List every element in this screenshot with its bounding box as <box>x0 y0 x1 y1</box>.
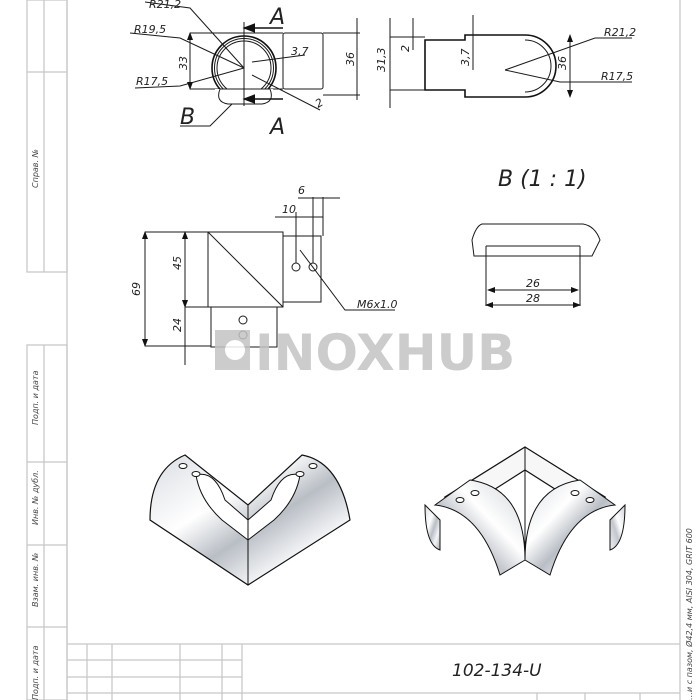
dim-10: 10 <box>282 203 296 216</box>
dim-24: 24 <box>171 318 184 332</box>
dim-28: 28 <box>526 292 540 305</box>
detail-label-b: B <box>180 105 195 130</box>
dim-33: 33 <box>177 56 190 70</box>
dim-45: 45 <box>171 256 184 270</box>
dim-r21-2-side: R21,2 <box>604 26 636 39</box>
iso-view-left <box>149 454 351 586</box>
dim-31-3: 31,3 <box>375 48 388 73</box>
dim-thread-m6: M6x1.0 <box>357 298 398 311</box>
dim-36-front: 36 <box>344 52 357 66</box>
dim-r17-5: R17,5 <box>136 75 168 88</box>
title-block <box>67 643 680 700</box>
stamp-podp-data-1: Подп. и дата <box>31 370 40 425</box>
part-number: 102-134-U <box>452 661 542 681</box>
dim-3-7-side: 3,7 <box>459 49 472 67</box>
drawing-frame <box>26 0 681 700</box>
section-label-a-bottom: A <box>268 115 285 140</box>
dim-26: 26 <box>526 277 540 290</box>
dim-3-7-front: 3,7 <box>291 45 309 58</box>
detail-b-title: B (1 : 1) <box>498 167 587 192</box>
material-note: …и с пазом, Ø42,4 мм, AISI 304, GRIT 600 <box>684 528 694 700</box>
side-view <box>389 15 632 108</box>
dim-r21-2: R21,2 <box>149 0 181 11</box>
dim-36-side: 36 <box>556 56 569 70</box>
watermark-text: INOXHUB <box>255 324 515 382</box>
iso-view-right <box>424 446 626 576</box>
watermark <box>215 330 250 370</box>
detail-b-view <box>471 223 601 308</box>
dim-2-side: 2 <box>399 45 412 52</box>
stamp-inv-dubl: Инв. № дубл. <box>31 470 40 525</box>
dim-r17-5-side: R17,5 <box>601 70 633 83</box>
stamp-vzam-inv: Взам. инв. № <box>31 553 40 607</box>
front-view <box>129 1 360 127</box>
dim-r19-5: R19,5 <box>134 23 166 36</box>
section-label-a-top: A <box>268 5 285 30</box>
dim-6: 6 <box>298 184 305 197</box>
dim-69: 69 <box>130 282 143 296</box>
stamp-podp-data-2: Подп. и дата <box>31 645 40 700</box>
stamp-sprav: Справ. № <box>31 149 40 188</box>
dim-2-front: 2 <box>313 96 326 111</box>
